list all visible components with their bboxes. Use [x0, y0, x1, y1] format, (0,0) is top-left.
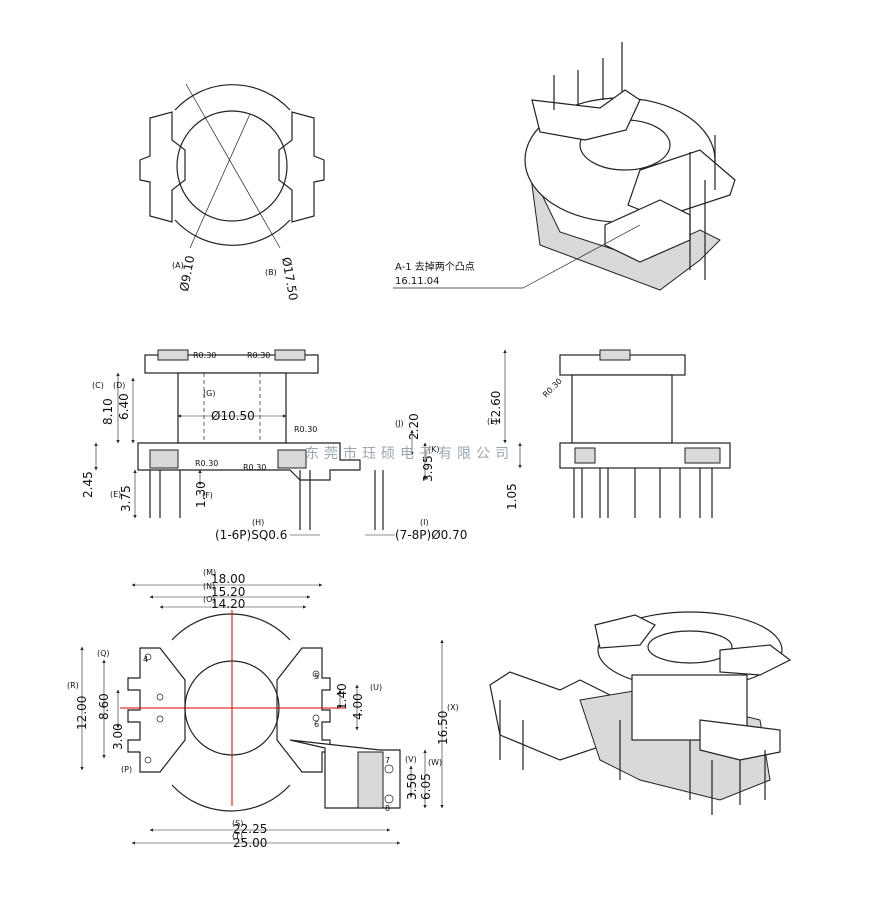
side-radius-label: R0.30 [541, 377, 564, 400]
pin-6: 6 [314, 720, 319, 729]
dim-d-label: (D) [113, 381, 125, 390]
dim-q-label: (Q) [97, 649, 110, 658]
isometric-view-top: A-1 去掉两个凸点 16.11.04 [393, 42, 736, 291]
revision-note-line2: 16.11.04 [395, 276, 440, 287]
dim-400: 4.00 [351, 693, 365, 720]
dim-g-value: Ø10.50 [211, 409, 255, 423]
dim-h-value: (1-6P)SQ0.6 [215, 528, 287, 542]
dim-a-value: Ø9.10 [177, 254, 197, 292]
radius-label-3: R0.30 [294, 425, 317, 434]
radius-label-4: R0.30 [195, 459, 218, 468]
dim-105: 1.05 [505, 483, 519, 510]
dim-j-label: (J) [395, 419, 404, 428]
dim-u-label: (U) [370, 683, 382, 692]
dim-140: 1.40 [335, 683, 349, 710]
radius-label-1: R0.30 [193, 351, 216, 360]
front-view: R0.30 R0.30 R0.30 R0.30 R0.30 (C) 8.10 (… [81, 349, 467, 542]
dim-c-value: 8.10 [101, 398, 115, 425]
dim-t-value: 25.00 [233, 836, 267, 850]
dim-g-label: (G) [203, 389, 215, 398]
dim-m-value: 18.00 [211, 572, 245, 586]
dim-b-value: Ø17.50 [279, 256, 300, 302]
dim-v-label: (V) [405, 755, 417, 764]
dim-350: 3.50 [405, 773, 419, 800]
dim-c-label: (C) [92, 381, 104, 390]
pin-4: 4 [143, 655, 148, 664]
dim-o-label: (O) [203, 595, 216, 604]
dim-x-label: (X) [447, 703, 459, 712]
dim-r-label: (R) [67, 681, 79, 690]
dim-j-value: 2.20 [407, 413, 421, 440]
dim-l-label: (L) [487, 417, 498, 426]
dim-e-value: 3.75 [119, 485, 133, 512]
dim-e-label: (E) [110, 490, 121, 499]
dim-a-label: (A) [172, 261, 184, 270]
dim-h-label: (H) [252, 518, 264, 527]
dim-300: 3.00 [111, 723, 125, 750]
dim-i-label: (I) [420, 518, 429, 527]
dim-d-value: 6.40 [117, 393, 131, 420]
radius-label-5: R0.30 [243, 463, 266, 472]
dim-r-value: 12.00 [75, 696, 89, 730]
pin-7: 7 [385, 756, 390, 765]
dim-245: 2.45 [81, 471, 95, 498]
dim-x-value: 16.50 [436, 711, 450, 745]
pin-5: 5 [314, 672, 319, 681]
dim-s-label: (S) [232, 819, 243, 828]
top-view: (A) Ø9.10 (B) Ø17.50 [139, 83, 325, 302]
dim-86: 8.60 [97, 693, 111, 720]
dim-i-value: (7-8P)Ø0.70 [395, 528, 467, 542]
revision-note-line1: A-1 去掉两个凸点 [395, 260, 475, 273]
dim-o-value: 14.20 [211, 597, 245, 611]
pin-8: 8 [385, 804, 390, 813]
dim-s-value: 22.25 [233, 822, 267, 836]
dim-p-label: (P) [121, 765, 132, 774]
radius-label-2: R0.30 [247, 351, 270, 360]
dim-w-label: (W) [428, 758, 442, 767]
dim-k-value: 3.95 [421, 455, 435, 482]
dim-b-label: (B) [265, 268, 277, 277]
dim-f-label: (F) [202, 491, 213, 500]
dim-k-label: (K) [428, 445, 440, 454]
bottom-view: 4 5 6 7 8 (M) 18.00 (N) 15.20 (O) 14.20 … [67, 568, 459, 850]
watermark: 东莞市珏硕电子有限公司 [305, 445, 514, 462]
dim-m-label: (M) [203, 568, 216, 577]
dim-605: 6.05 [419, 773, 433, 800]
dim-f-value: 1.30 [194, 481, 208, 508]
dim-t-label: (T) [232, 832, 243, 841]
side-view: R0.30 (L) 12.60 1.05 [487, 349, 731, 518]
dim-n-label: (N) [203, 582, 215, 591]
isometric-view-bottom [489, 611, 792, 815]
dim-l-value: 12.60 [489, 391, 503, 425]
dim-n-value: 15.20 [211, 585, 245, 599]
